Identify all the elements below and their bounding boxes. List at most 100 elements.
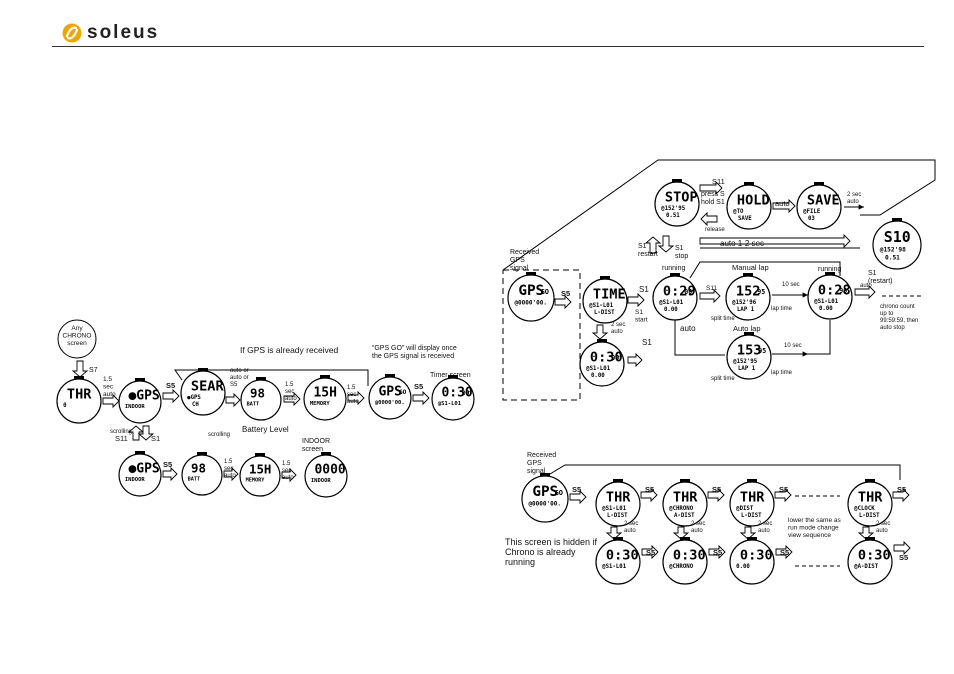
watch-view-2-value-0: THR [740,489,765,505]
watch-run-value-3: 0.00 [664,307,678,313]
watch-low-1-value-0: 0:30 [673,547,706,563]
watch-search-value-0: SEAR [191,378,225,394]
watch-gps-b-value-2: @0000'00. [528,500,561,507]
arrow-s11-stop [699,180,723,196]
key-s5-last: S5 [899,553,908,562]
key-s11-lap: S11 [706,285,717,292]
arrow-s1-start [627,292,645,308]
watch-run2-crown [825,272,835,275]
watch-memory-b-value-1: MEMORY [246,478,266,484]
arrow-s5-view-3 [892,487,910,503]
watch-gps-b-value-0: GPS [532,484,558,500]
watch-view-0-value-2: L-DIST [607,513,628,519]
key-10sec: 10 sec [782,282,800,288]
watch-memory-b-value-0: 15H [249,462,271,477]
watch-s10-crown [892,218,902,221]
key-s11: S11 [115,434,128,443]
watch-timer-crown [448,375,458,378]
key-auto-save: auto [775,199,790,208]
arrow-s5-low-2 [775,544,793,560]
watch-time-crown [600,276,610,279]
path-gps-received [174,369,369,386]
watch-lap-value-1: 95 [757,288,765,296]
frame-dashed [502,269,581,401]
watch-search-value-1: ●GPS [187,395,201,401]
arrow-save-2sec-head [858,204,864,210]
arrow-10sec-head [802,292,808,298]
watch-gpsgo-value-0: GPS [378,384,402,399]
arrow-s1 [137,425,155,441]
key-s5-c: S5 [163,460,172,469]
arrow-s5-gps-b [569,489,587,505]
watch-gpsgo-value-1: GO [399,389,407,396]
path-autolap [674,320,725,356]
key-s1-restart2: S1(restart) [868,270,893,285]
watch-run2-value-0: 0:28 [818,282,851,298]
arrow-s5-a [162,388,180,404]
watch-time-value-0: TIME [593,286,626,302]
watch-low-1-crown [680,537,690,540]
watch-timer2-crown [597,339,607,342]
watch-view-3-value-2: L-DIST [859,513,880,519]
watch-batt-crown [256,377,266,380]
watch-indoor-b-value-1: INDOOR [311,478,332,484]
watch-low-2-value-1: 0.00 [736,564,750,570]
watch-time-value-2: L-DIST [594,310,615,316]
arrow-2sec-view-3 [857,526,875,540]
key-s11-top: S11 [712,177,725,186]
watch-lap-crown [743,273,753,276]
watch-timer2-value-2: @S1-L01 [586,366,611,372]
watch-timer2-value-3: 0.00 [591,373,605,379]
path-manual-return [689,261,841,279]
arrow-auto-b [283,391,301,407]
arrow-auto12 [699,233,851,249]
arrow-auto-count [854,284,876,300]
key-running: running [662,265,685,272]
key-laptime: lap time [771,306,793,312]
watch-gps-top-crown [526,272,536,275]
arrow-s5-low-0 [641,544,659,560]
key-s5-gps-b: S5 [572,485,581,494]
watch-timer-value-0: 0:30 [441,385,472,400]
watch-view-2-value-1: @DIST [736,506,754,512]
watch-stop-value-2: 0.51 [666,213,680,219]
path-outer [502,159,936,271]
arrow-s5-b [412,390,430,406]
watch-hold-value-2: SAVE [738,216,752,222]
watch-gps-indoor-crown [135,378,145,381]
watch-gps-b-crown [540,473,550,476]
arrow-2sec-view-0 [605,526,623,540]
key-s5-low-2: S5 [780,548,789,557]
arrow-s5-low-1 [708,544,726,560]
watch-run2-value-2: @S1-L01 [814,299,839,305]
watch-low-3-crown [865,537,875,540]
soleus-logo-icon [62,23,82,43]
watch-low-3-value-1: @A-DIST [854,564,879,570]
key-release: release [705,227,725,233]
arrow-auto-d [223,466,239,482]
arrow-auto-c [347,390,365,406]
watch-view-1-value-1: @CHRONO [669,506,694,512]
watch-low-3-value-0: 0:30 [858,547,891,563]
watch-chrono-crown [74,376,84,379]
watch-s10-value-2: 0.51 [885,254,900,261]
watch-run-crown [670,273,680,276]
arrow-s1-back [627,352,643,368]
watch-batt-b-value-1: BATT [188,477,201,483]
watch-run-value-1: 00 [684,288,692,296]
key-laptime2: lap time [771,370,793,376]
watch-run2-value-1: 99 [839,287,847,295]
watch-save-value-0: SAVE [807,192,840,208]
arrow-10sec-b-head [802,351,808,357]
